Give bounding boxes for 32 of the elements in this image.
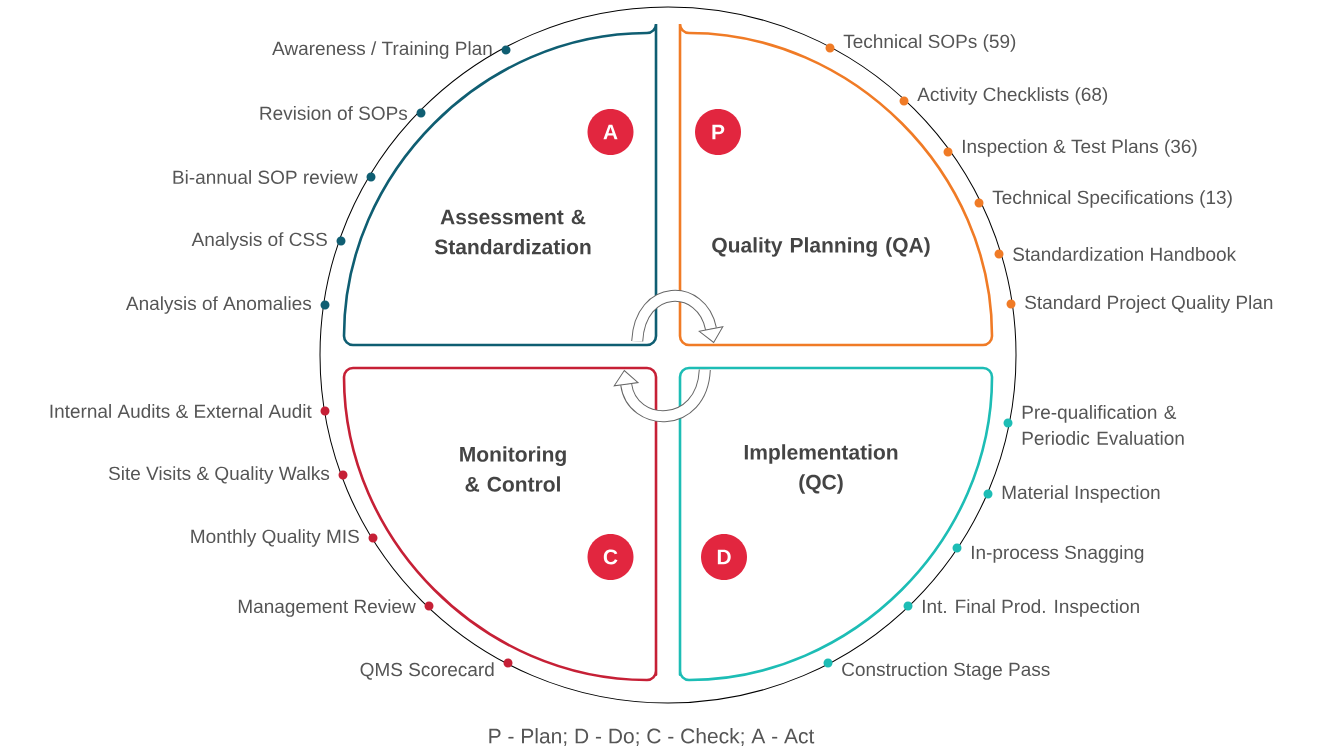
item-label: Revision of SOPs xyxy=(260,106,408,120)
item-label: Activity Checklists (68) xyxy=(917,87,1108,105)
item-label: Inspection & Test Plans (36) xyxy=(962,139,1197,157)
item-label: Monthly Quality MIS xyxy=(191,529,359,547)
item-label: Pre-qualification & Periodic Evaluation xyxy=(1022,405,1184,445)
item-label: QMS Scorecard xyxy=(360,662,494,680)
item-label: Standardization Handbook xyxy=(1013,247,1237,261)
item-label: Management Review xyxy=(238,599,416,617)
quadrant-title: Monitoring & Control xyxy=(460,446,566,492)
item-label: Site Visits & Quality Walks xyxy=(108,466,330,484)
item-label: Int. Final Prod. Inspection xyxy=(922,599,1139,617)
item-label: Material Inspection xyxy=(1002,485,1160,503)
item-label: Technical Specifications (13) xyxy=(992,190,1232,208)
cycle-arrow xyxy=(631,290,724,343)
letter-badge: C xyxy=(587,534,634,580)
item-label: Analysis of Anomalies xyxy=(125,296,312,314)
quadrant-title: Implementation (QC) xyxy=(744,444,898,494)
cycle-arrow xyxy=(613,368,711,423)
item-label: Technical SOPs (59) xyxy=(843,34,1016,52)
quadrant-title: Quality Planning (QA) xyxy=(712,237,930,257)
item-label: Awareness / Training Plan xyxy=(272,41,492,59)
quadrant-title: Assessment & Standardization xyxy=(434,209,591,255)
item-label: Bi-annual SOP review xyxy=(173,170,358,184)
item-label: Internal Audits & External Audit xyxy=(50,404,312,418)
item-label: Analysis of CSS xyxy=(191,232,327,250)
letter-badge: D xyxy=(701,534,747,580)
letter-badge: A xyxy=(587,109,634,155)
caption: P - Plan; D - Do; C - Check; A - Act xyxy=(489,728,815,746)
letter-badge: P xyxy=(695,109,741,155)
item-label: In-process Snagging xyxy=(971,545,1144,563)
item-label: Construction Stage Pass xyxy=(842,662,1050,680)
item-label: Standard Project Quality Plan xyxy=(1025,295,1273,313)
